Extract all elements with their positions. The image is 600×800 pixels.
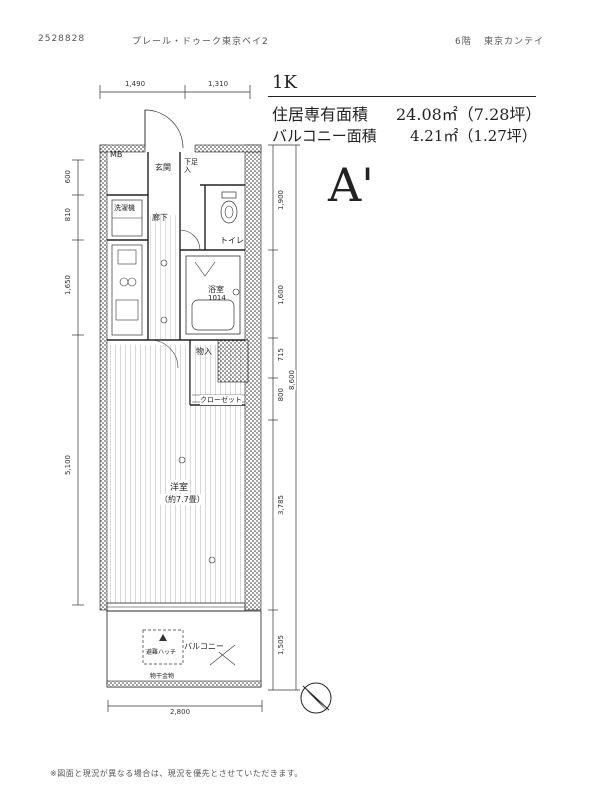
dim-right-5: 3,785 <box>277 495 285 516</box>
bottom-dimension-lines <box>107 700 263 712</box>
dim-top-right: 1,310 <box>208 80 229 88</box>
title-rule <box>268 96 536 97</box>
unit-type: A' <box>328 158 374 212</box>
entrance-door <box>144 109 184 149</box>
property-code: 2528828 <box>38 34 86 44</box>
dim-left-3: 1,650 <box>64 275 72 296</box>
interior-walls <box>107 152 245 406</box>
layout-type: 1K <box>272 72 297 93</box>
dim-right-total: 8,600 <box>288 370 296 391</box>
washer-fixture <box>111 199 143 237</box>
footer-note: ※図面と現況が異なる場合は、現況を優先とさせていただきます。 <box>50 769 303 778</box>
shoe-box-label: 下足入 <box>184 158 198 174</box>
floor-label: 6階 <box>455 37 472 47</box>
right-dimension-lines <box>268 144 300 691</box>
living-area-value: 24.08㎡（7.28坪） <box>396 105 542 124</box>
dim-top-left: 1,490 <box>125 80 146 88</box>
storage-label: 物入 <box>196 347 212 356</box>
dim-left-4: 5,100 <box>64 455 72 476</box>
western-room-size: （約7.7畳） <box>160 494 205 505</box>
dim-left-2: 810 <box>64 208 72 222</box>
building-name: プレール・ドゥーク東京ベイ2 <box>132 37 269 47</box>
dim-right-3: 715 <box>277 348 285 362</box>
dim-left-1: 600 <box>64 170 72 184</box>
agency-name: 東京カンテイ <box>484 37 545 47</box>
living-area-label: 住居専有面積 <box>272 105 369 124</box>
balcony-area-label: バルコニー面積 <box>272 127 377 145</box>
toilet-fixture <box>220 191 238 224</box>
bath-size-label: 1014 <box>208 294 226 302</box>
dim-right-1: 1,900 <box>277 190 285 211</box>
balcony-label: バルコニー <box>184 641 224 652</box>
outlet-symbols <box>160 259 216 564</box>
balcony-sash <box>106 602 246 612</box>
corridor-flooring <box>150 215 178 340</box>
dim-right-6: 1,505 <box>277 635 285 656</box>
western-room-flooring <box>108 345 244 603</box>
balcony-area-value: 4.21㎡（1.27坪） <box>410 127 537 145</box>
mb-label: MB <box>110 150 123 159</box>
bath-label: 浴室 <box>208 285 224 294</box>
top-dimension-lines <box>99 85 251 99</box>
hatch-label: 避難ハッチ <box>146 649 177 656</box>
room-door <box>149 229 201 369</box>
western-room-label: 洋室 <box>170 480 189 493</box>
floor-hardware-label: 物干金物 <box>150 673 175 680</box>
entrance-label: 玄関 <box>155 163 171 172</box>
dim-right-2: 1,600 <box>277 285 285 306</box>
bathtub <box>185 255 241 335</box>
left-dimension-lines <box>72 159 84 606</box>
corridor-label: 廊下 <box>152 213 168 222</box>
dim-bottom: 2,800 <box>170 708 191 716</box>
toilet-label: トイレ <box>220 236 244 245</box>
dim-right-4: 800 <box>277 388 285 402</box>
washer-label: 洗濯機 <box>114 204 135 212</box>
balcony-outline <box>106 610 262 688</box>
kitchen-fixture <box>111 244 143 336</box>
compass-icon <box>300 682 332 714</box>
closet-label: クローゼット <box>200 395 242 405</box>
